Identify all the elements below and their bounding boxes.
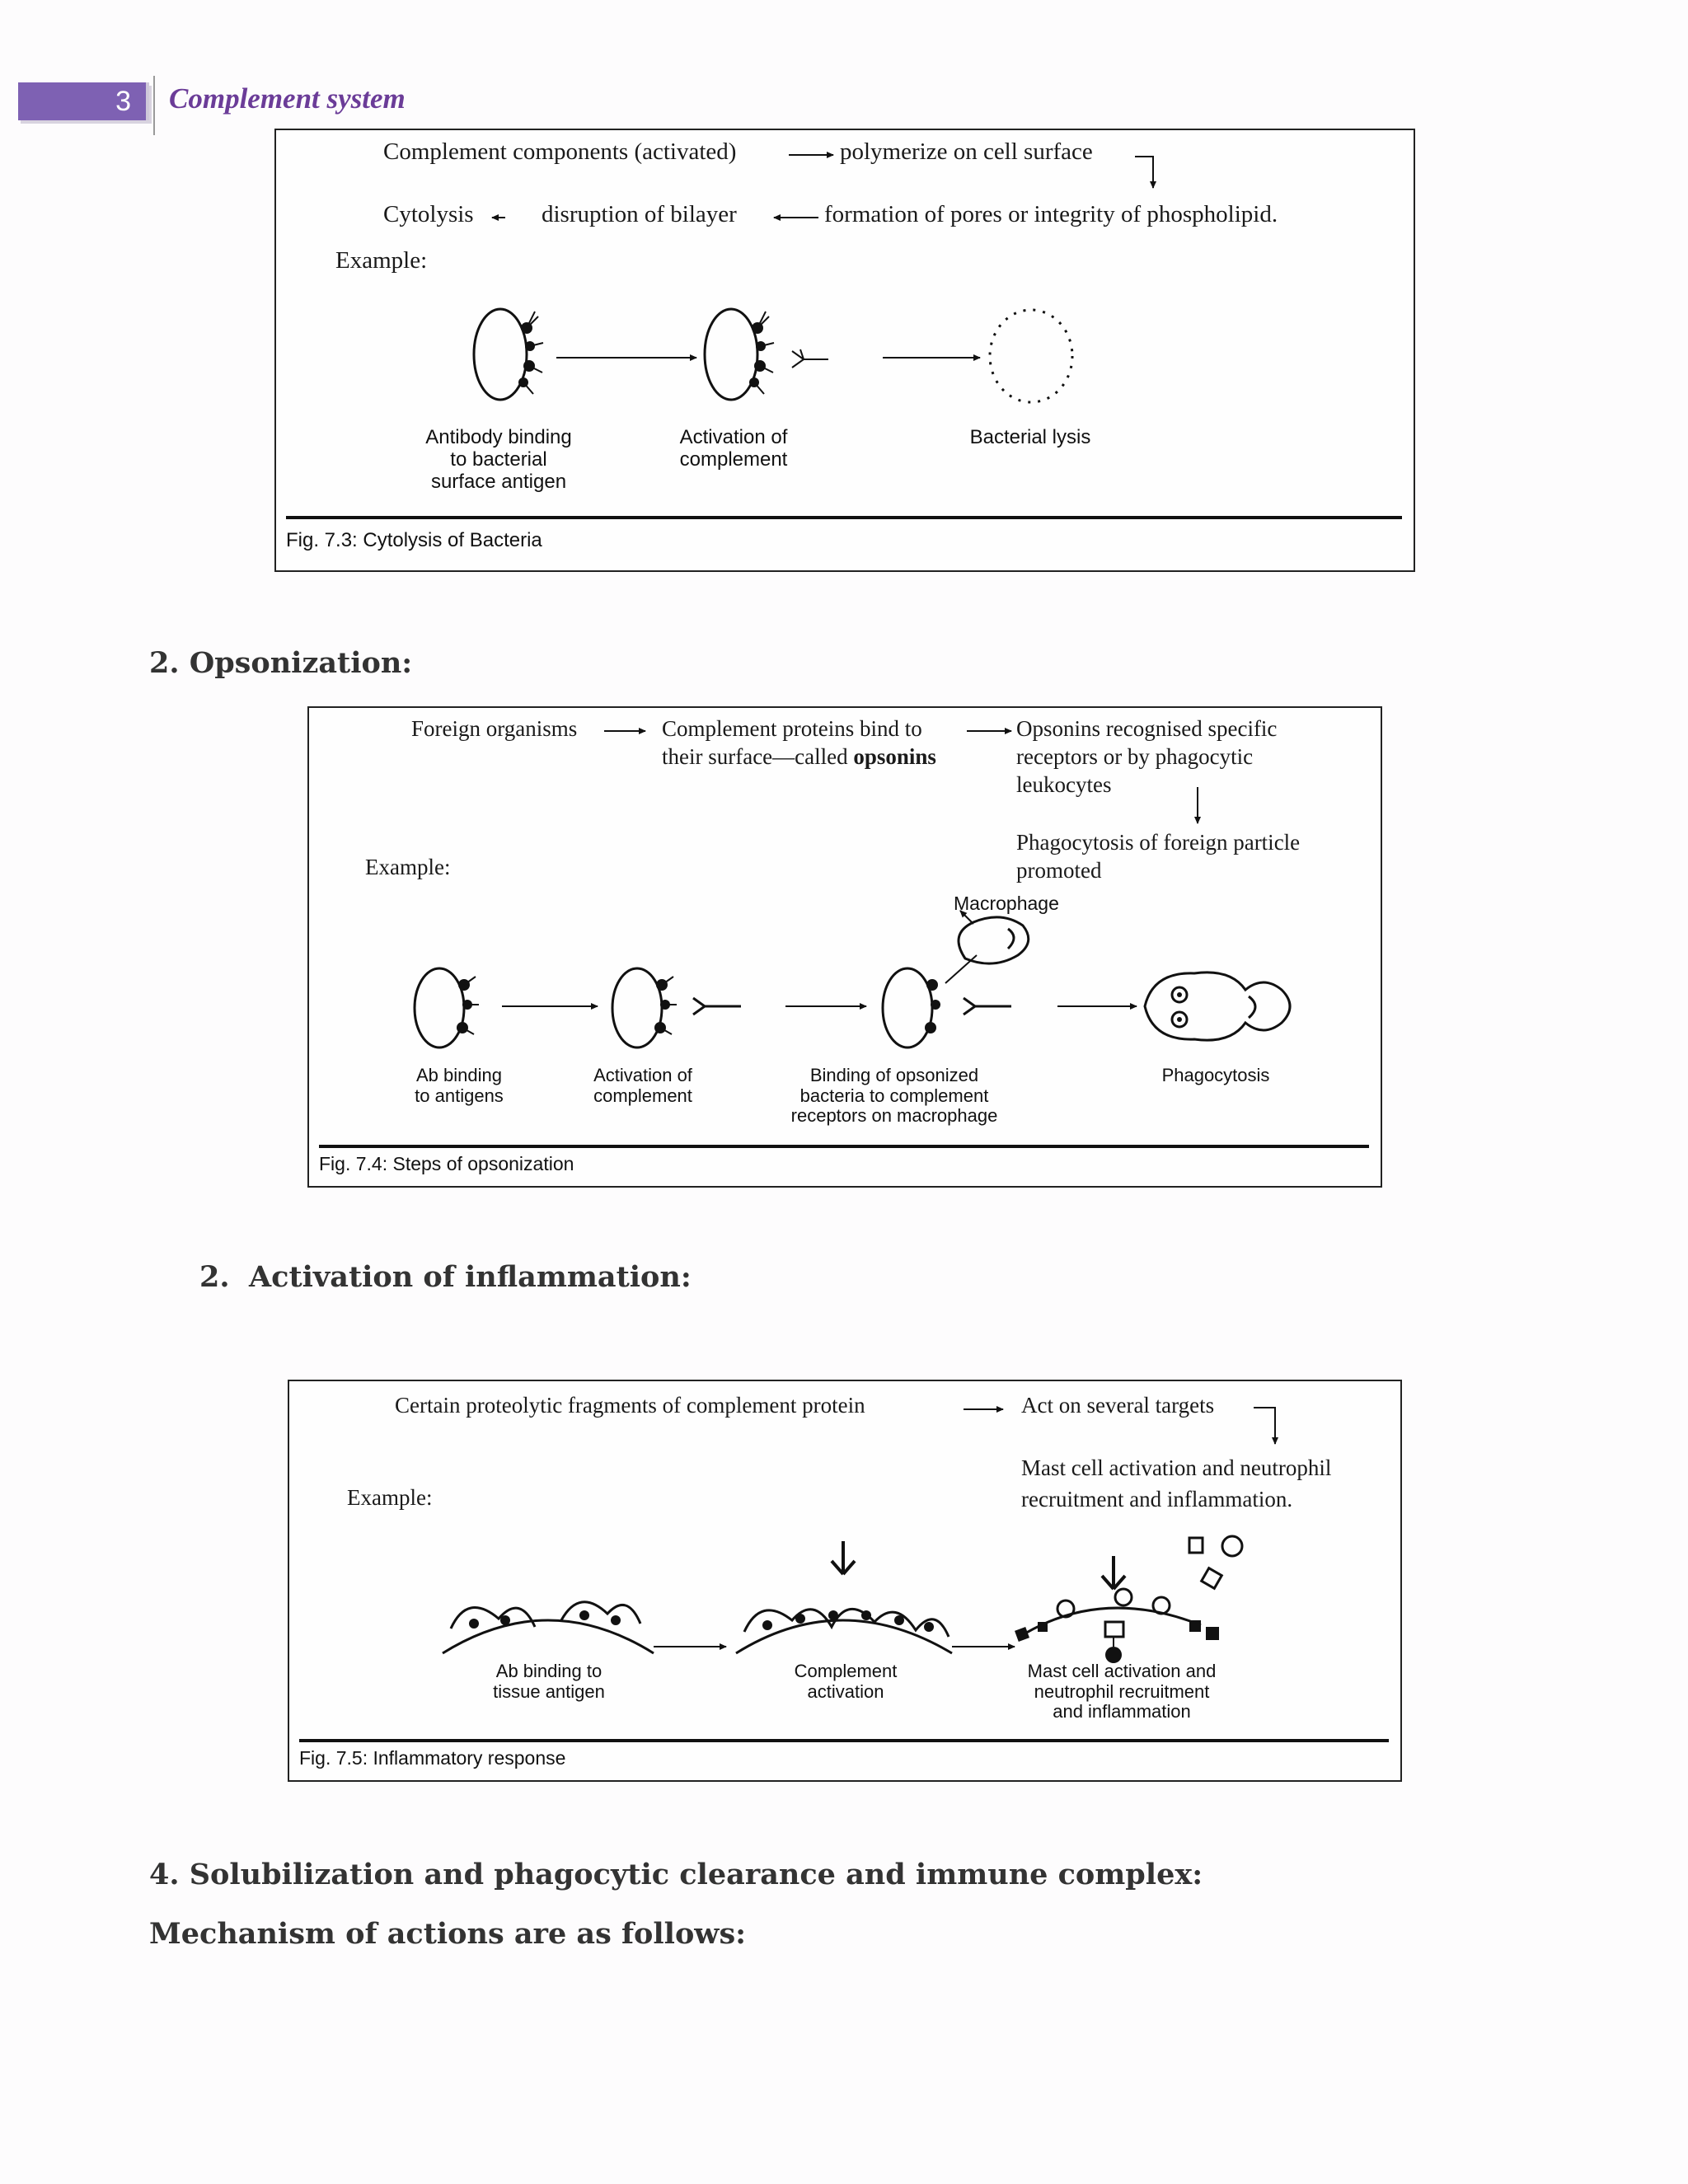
flow-text: Complement proteins bind to — [662, 716, 922, 741]
figure-7-3: Complement components (activated) polyme… — [274, 129, 1415, 572]
step-label: Mast cell activation and neutrophil recr… — [1027, 1661, 1217, 1722]
flow-text: disruption of bilayer — [542, 201, 737, 227]
page-number-box: 3 — [18, 82, 149, 120]
figure-7-5: Certain proteolytic fragments of complem… — [288, 1380, 1402, 1782]
flow-text: their surface—called opsonins — [662, 744, 936, 769]
phagocyte-icon — [1143, 971, 1292, 1042]
flow-text: formation of pores or integrity of phosp… — [824, 201, 1278, 227]
bacterium-icon — [611, 967, 741, 1049]
example-label: Example: — [365, 855, 451, 879]
flow-text: Certain proteolytic fragments of complem… — [395, 1393, 865, 1418]
figure-7-5-drawing — [299, 1406, 1389, 1742]
figure-7-4-drawing — [319, 728, 1369, 1148]
figure-7-4: Foreign organisms Complement proteins bi… — [307, 706, 1382, 1188]
step-label: Complement activation — [794, 1661, 898, 1702]
flow-text: polymerize on cell surface — [840, 138, 1093, 165]
header-divider — [153, 76, 155, 135]
figure-7-3-drawing — [286, 152, 1402, 519]
tissue-icon — [1015, 1535, 1244, 1663]
macrophage-icon — [945, 910, 1030, 984]
flow-text: Phagocytosis of foreign particle — [1016, 830, 1301, 855]
section-heading-number: 2. — [199, 1260, 230, 1294]
section-heading: Activation of inflammation: — [249, 1260, 692, 1294]
running-title: Complement system — [169, 82, 406, 115]
bacterium-icon — [413, 967, 479, 1049]
flow-text: promoted — [1016, 858, 1102, 883]
bacterium-icon — [472, 307, 544, 401]
step-label: Binding of opsonized bacteria to complem… — [790, 1065, 998, 1127]
flow-text: leukocytes — [1016, 772, 1112, 797]
step-label: Antibody binding to bacterial surface an… — [425, 426, 572, 493]
step-label: Bacterial lysis — [969, 426, 1091, 448]
section-subheading: Mechanism of actions are as follows: — [149, 1917, 747, 1951]
section-heading: 2. Opsonization: — [149, 646, 413, 680]
macrophage-label: Macrophage — [954, 893, 1059, 914]
bacterium-icon — [703, 307, 828, 401]
flow-text: receptors or by phagocytic — [1016, 744, 1254, 769]
flow-text: Complement components (activated) — [383, 138, 737, 165]
step-label: Activation of complement — [679, 426, 788, 471]
flow-text: recruitment and inflammation. — [1021, 1487, 1293, 1511]
tissue-icon — [442, 1601, 654, 1655]
section-heading: 4. Solubilization and phagocytic clearan… — [149, 1858, 1203, 1891]
flow-text: Foreign organisms — [411, 716, 578, 741]
step-label: Activation of complement — [593, 1065, 692, 1106]
lysed-bacterium-icon — [988, 308, 1074, 404]
step-label: Ab binding to antigens — [415, 1065, 504, 1106]
flow-text: Mast cell activation and neutrophil — [1021, 1455, 1332, 1480]
step-label: Phagocytosis — [1161, 1065, 1270, 1085]
page-number: 3 — [115, 86, 131, 117]
example-label: Example: — [335, 247, 428, 274]
figure-caption: Fig. 7.3: Cytolysis of Bacteria — [286, 529, 542, 551]
flow-text: Opsonins recognised specific — [1016, 716, 1278, 741]
bacterium-icon — [881, 967, 1011, 1049]
example-label: Example: — [347, 1485, 433, 1510]
figure-caption: Fig. 7.5: Inflammatory response — [299, 1747, 566, 1769]
flow-text: Act on several targets — [1021, 1393, 1215, 1418]
flow-text: Cytolysis — [383, 201, 474, 227]
tissue-icon — [735, 1541, 953, 1655]
step-label: Ab binding to tissue antigen — [493, 1661, 605, 1702]
figure-caption: Fig. 7.4: Steps of opsonization — [319, 1153, 574, 1174]
